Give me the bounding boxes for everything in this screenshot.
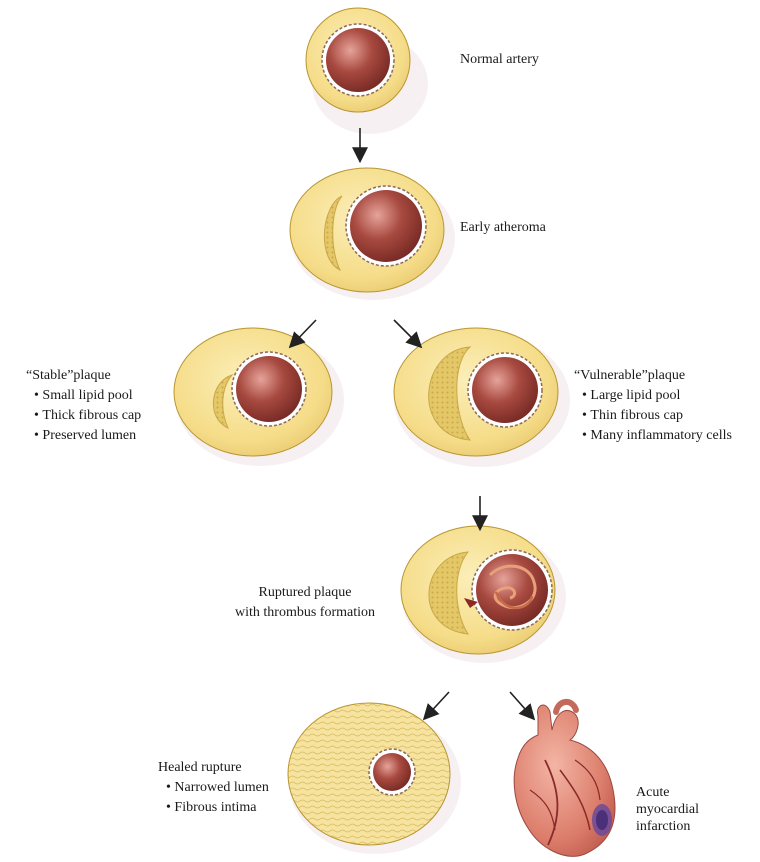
early-atheroma xyxy=(289,167,455,300)
stable-plaque-title: “Stable”plaque xyxy=(26,368,111,383)
bullet-item: Preserved lumen xyxy=(34,426,141,446)
bullet-item: Many inflammatory cells xyxy=(582,426,732,446)
early-atheroma-title: Early atheroma xyxy=(460,220,546,235)
healed-rupture-title: Healed rupture xyxy=(158,760,242,775)
label-vulnerable-plaque: “Vulnerable”plaque Large lipid pool Thin… xyxy=(574,366,732,446)
label-stable-plaque: “Stable”plaque Small lipid pool Thick fi… xyxy=(26,366,141,446)
bullet-item: Large lipid pool xyxy=(582,386,732,406)
mi-label-line1: Acute xyxy=(636,785,670,800)
healed-rupture xyxy=(287,702,461,854)
bullet-item: Narrowed lumen xyxy=(166,778,268,798)
healed-rupture-bullets: Narrowed lumen Fibrous intima xyxy=(158,778,269,818)
label-ruptured-plaque: Ruptured plaque with thrombus formation xyxy=(222,583,388,623)
mi-label-line3: infarction xyxy=(636,819,691,834)
label-healed-rupture: Healed rupture Narrowed lumen Fibrous in… xyxy=(158,758,269,818)
normal-artery xyxy=(305,7,428,134)
vulnerable-plaque-bullets: Large lipid pool Thin fibrous cap Many i… xyxy=(574,386,732,446)
bullet-item: Small lipid pool xyxy=(34,386,141,406)
bullet-item: Thick fibrous cap xyxy=(34,406,141,426)
arrow-ruptured-to-healed xyxy=(422,691,450,721)
stable-plaque xyxy=(173,327,344,466)
ruptured-plaque-title-line2: with thrombus formation xyxy=(235,605,375,620)
vulnerable-plaque xyxy=(393,327,570,467)
stable-plaque-bullets: Small lipid pool Thick fibrous cap Prese… xyxy=(26,386,141,446)
arrows xyxy=(288,128,536,721)
bullet-item: Thin fibrous cap xyxy=(582,406,732,426)
label-early-atheroma: Early atheroma xyxy=(460,218,546,238)
ruptured-plaque xyxy=(400,525,566,663)
heart-illustration xyxy=(513,699,616,857)
ruptured-plaque-title-line1: Ruptured plaque xyxy=(258,585,352,600)
vulnerable-plaque-title: “Vulnerable”plaque xyxy=(574,368,686,383)
label-myocardial-infarction: Acute myocardial infarction xyxy=(636,784,699,835)
normal-artery-title: Normal artery xyxy=(460,52,539,67)
arrow-ruptured-to-mi xyxy=(509,691,536,721)
mi-label-line2: myocardial xyxy=(636,802,699,817)
arrow-early-to-stable xyxy=(288,319,317,349)
label-normal-artery: Normal artery xyxy=(460,50,539,70)
bullet-item: Fibrous intima xyxy=(166,798,269,818)
arrow-early-to-vulnerable xyxy=(393,319,423,349)
